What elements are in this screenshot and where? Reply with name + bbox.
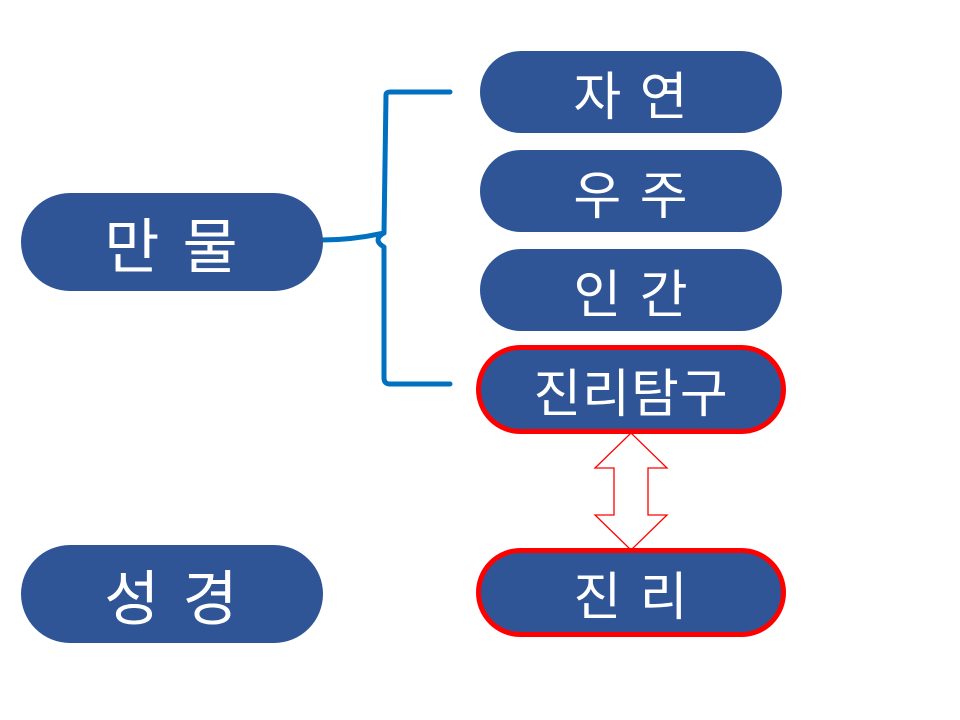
- grouping-brace: [290, 89, 453, 387]
- node-nature: 자 연: [480, 51, 782, 133]
- node-all-things: 만 물: [21, 193, 323, 291]
- node-universe: 우 주: [480, 150, 782, 232]
- node-bible: 성 경: [21, 545, 323, 643]
- node-human: 인 간: [480, 249, 782, 331]
- node-truth-seeking: 진리탐구: [476, 345, 786, 434]
- double-headed-arrow: [593, 432, 669, 551]
- node-truth: 진 리: [476, 548, 786, 637]
